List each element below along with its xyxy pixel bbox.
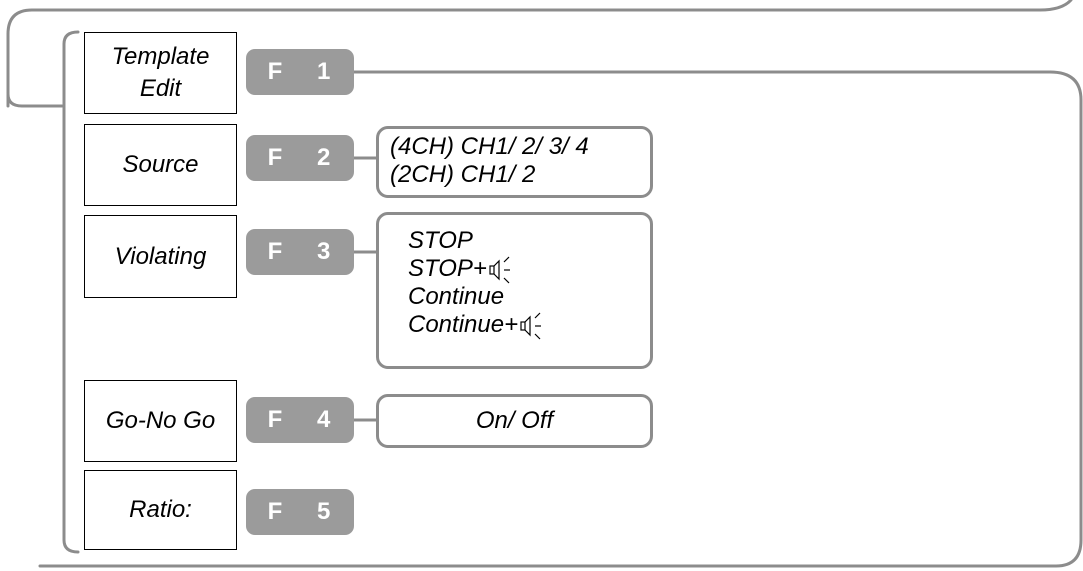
menu-item-source[interactable]: Source (84, 124, 237, 206)
menu-item-label: Violating (114, 242, 207, 270)
menu-item-label: Ratio: (129, 496, 192, 523)
speaker-sound-icon (520, 312, 542, 340)
menu-item-template-edit[interactable]: Template Edit (84, 32, 237, 114)
option-text: STOP (408, 227, 473, 254)
speaker-sound-icon (489, 256, 510, 284)
f2-key[interactable]: F 2 (246, 135, 354, 181)
left-bracket (62, 30, 80, 554)
go-no-go-option[interactable]: On/ Off (475, 407, 554, 434)
upper-banner-bottom (6, 92, 64, 108)
violating-option[interactable]: Continue (408, 283, 650, 311)
menu-item-violating[interactable]: Violating (84, 215, 237, 298)
f5-key[interactable]: F 5 (246, 489, 354, 535)
menu-item-ratio[interactable]: Ratio: (84, 470, 237, 550)
f4-key[interactable]: F 4 (246, 397, 354, 443)
menu-item-label: Template (111, 43, 210, 70)
violating-option[interactable]: STOP+ (408, 255, 650, 284)
source-option[interactable]: (4CH) CH1/ 2/ 3/ 4 (390, 133, 589, 160)
lower-panel-outline (38, 70, 1083, 568)
option-text: Continue+ (408, 311, 519, 338)
option-text: STOP+ (408, 255, 487, 282)
menu-item-label: Edit (139, 75, 182, 102)
option-text: Continue (408, 283, 505, 310)
menu-item-go-no-go[interactable]: Go-No Go (84, 380, 237, 462)
f3-key[interactable]: F 3 (246, 229, 354, 275)
source-option[interactable]: (2CH) CH1/ 2 (390, 161, 536, 188)
violating-option[interactable]: Continue+ (408, 311, 650, 340)
source-options: (4CH) CH1/ 2/ 3/ 4 (2CH) CH1/ 2 (376, 126, 653, 198)
violating-options: STOP STOP+ Continue Continue+ (376, 212, 653, 369)
menu-item-label: Source (122, 151, 199, 178)
violating-option[interactable]: STOP (408, 227, 650, 255)
f1-key[interactable]: F 1 (246, 49, 354, 95)
upper-banner-outline (6, 0, 1073, 108)
menu-item-label: Go-No Go (105, 407, 216, 434)
go-no-go-options: On/ Off (376, 394, 653, 448)
